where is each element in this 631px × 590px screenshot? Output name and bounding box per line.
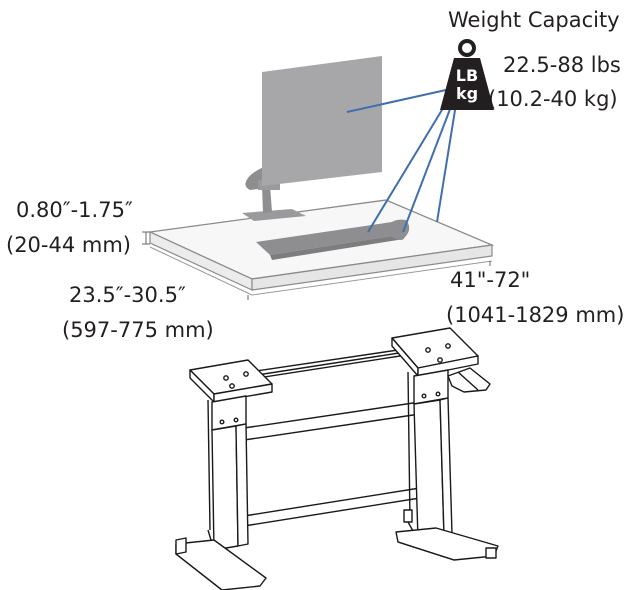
depth-inches: 23.5″-30.5″ xyxy=(69,283,186,307)
weight-capacity-title: Weight Capacity xyxy=(448,8,620,32)
weight-capacity-kg: (10.2-40 kg) xyxy=(488,87,618,111)
weight-leader-lines xyxy=(346,89,457,233)
thickness-millimeters: (20-44 mm) xyxy=(6,233,131,257)
keyboard xyxy=(256,222,404,260)
weight-icon-kg-text: kg xyxy=(455,84,479,103)
stand-frame xyxy=(175,327,499,590)
depth-millimeters: (597-775 mm) xyxy=(62,318,214,342)
weight-icon-lb-text: LB xyxy=(455,66,479,85)
width-millimeters: (1041-1829 mm) xyxy=(446,303,625,327)
mouse xyxy=(386,219,410,240)
monitor xyxy=(262,56,382,186)
width-inches: 41"-72" xyxy=(450,268,531,292)
thickness-inches: 0.80″-1.75″ xyxy=(16,198,133,222)
weight-icon xyxy=(440,39,494,110)
weight-capacity-lbs: 22.5-88 lbs xyxy=(503,53,621,77)
